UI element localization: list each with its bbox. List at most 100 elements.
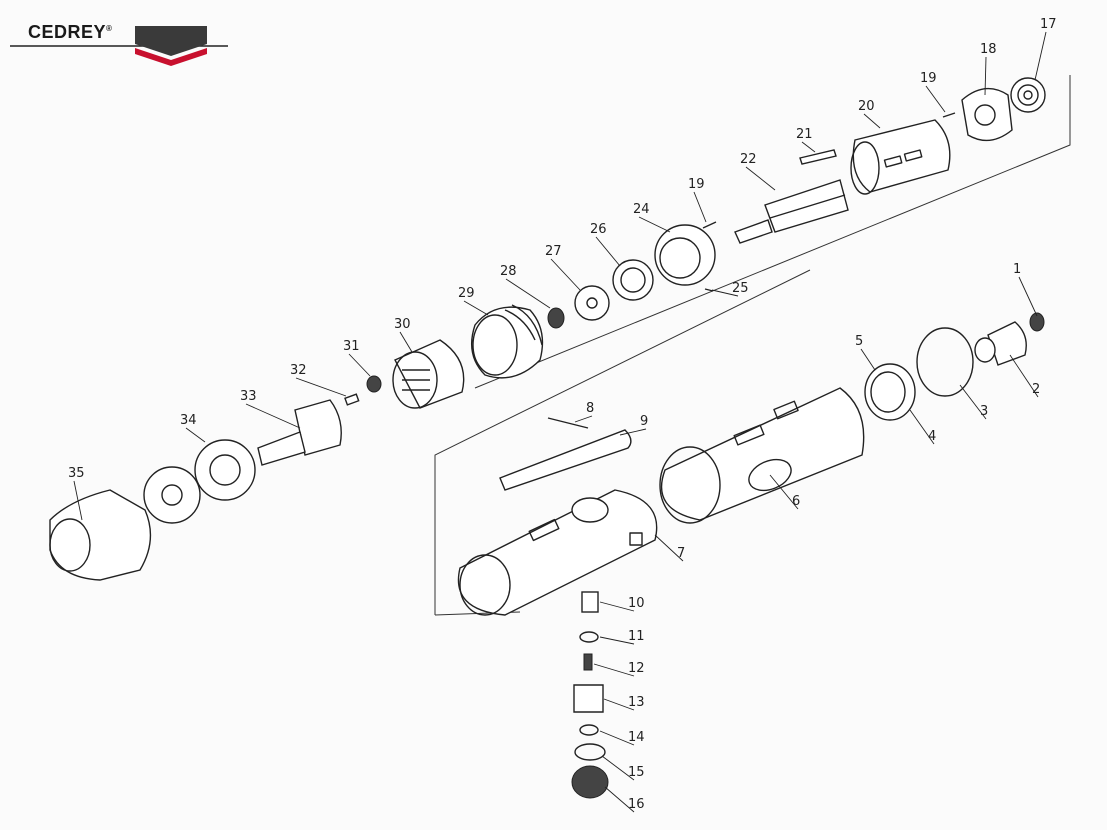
part-6-main-housing	[659, 387, 865, 524]
callout-leader-9	[619, 428, 647, 436]
lower-assembly-frame	[434, 269, 811, 615]
part-21-vane	[799, 149, 837, 165]
upper-assembly-frame	[474, 75, 1071, 389]
callout-label-33: 33	[240, 389, 257, 404]
part-30-housing	[392, 339, 465, 409]
callout-label-31: 31	[343, 339, 360, 354]
part-17-bearing	[1010, 77, 1046, 113]
callout-leader-28	[505, 278, 551, 309]
callout-leader-17	[1034, 31, 1047, 81]
callout-leader-26	[595, 236, 621, 267]
valve-stack	[571, 591, 609, 799]
callout-leader-24	[638, 216, 671, 233]
part-16	[571, 765, 609, 799]
part-25-pin	[704, 288, 714, 292]
callout-leader-18	[984, 56, 987, 96]
callout-label-15: 15	[628, 765, 645, 780]
callout-label-20: 20	[858, 99, 875, 114]
brand-name: CEDREY®	[28, 22, 113, 42]
callout-leader-7	[654, 534, 684, 562]
callout-label-6: 6	[792, 494, 800, 509]
part-27-washer	[574, 285, 610, 321]
part-28-gear	[547, 307, 565, 329]
part-29-ring-gear	[471, 304, 544, 379]
callout-leader-19	[693, 191, 707, 223]
callout-leader-35	[73, 480, 83, 521]
callout-label-7: 7	[677, 546, 685, 561]
callout-label-29: 29	[458, 286, 475, 301]
callout-label-8: 8	[586, 401, 594, 416]
part-7-handle-housing	[457, 489, 658, 616]
callout-label-2: 2	[1032, 382, 1040, 397]
part-34-bearings	[143, 439, 256, 524]
part-13	[573, 684, 604, 713]
part-22-rotor	[734, 179, 849, 244]
callout-label-4: 4	[928, 429, 936, 444]
part-26-bearing	[612, 259, 654, 301]
part-35-cap	[49, 489, 152, 581]
callout-leader-21	[801, 141, 816, 153]
callout-leader-25	[711, 289, 739, 297]
part-14	[579, 724, 599, 736]
callout-leader-6	[769, 474, 799, 510]
callout-leader-19	[925, 85, 946, 113]
part-24-front-plate	[654, 224, 716, 286]
callout-leader-5	[860, 348, 876, 371]
callout-label-32: 32	[290, 363, 307, 378]
callout-label-14: 14	[628, 730, 645, 745]
callout-label-18: 18	[980, 42, 997, 57]
part-1-nut	[1029, 312, 1045, 332]
callout-label-34: 34	[180, 413, 197, 428]
callout-label-30: 30	[394, 317, 411, 332]
part-9-lever	[499, 429, 632, 491]
callout-label-1: 1	[1013, 262, 1021, 277]
callout-label-3: 3	[980, 404, 988, 419]
callout-leader-16	[604, 786, 635, 813]
callout-label-12: 12	[628, 661, 645, 676]
callout-leader-20	[863, 113, 881, 129]
callout-leader-31	[348, 353, 371, 377]
callout-leader-14	[599, 730, 635, 746]
callout-leader-15	[601, 755, 635, 781]
callout-label-24: 24	[633, 202, 650, 217]
callout-leader-29	[463, 300, 489, 316]
part-20-cylinder	[850, 119, 951, 195]
callout-leader-10	[599, 601, 635, 612]
callout-label-5: 5	[855, 334, 863, 349]
part-15	[574, 743, 606, 761]
part-18-end-plate	[961, 87, 1013, 142]
callout-leader-3	[959, 384, 987, 420]
callout-label-17: 17	[1040, 17, 1057, 32]
part-11	[579, 631, 599, 643]
part-3-seal	[916, 327, 974, 397]
part-2-inlet	[974, 321, 1027, 366]
callout-leader-12	[593, 663, 635, 677]
callout-leader-13	[603, 698, 635, 711]
callout-label-16: 16	[628, 797, 645, 812]
part-4-5-valve	[864, 363, 916, 421]
callout-label-22: 22	[740, 152, 757, 167]
callout-label-13: 13	[628, 695, 645, 710]
part-19b-pin	[702, 221, 717, 229]
callout-leader-22	[745, 166, 776, 191]
callout-leader-27	[550, 258, 581, 291]
part-33-spindle	[257, 399, 342, 466]
callout-leader-8	[574, 415, 593, 423]
part-8-pin	[547, 417, 589, 429]
logo-graphic	[10, 26, 228, 66]
callout-label-28: 28	[500, 264, 517, 279]
callout-leader-11	[599, 636, 635, 645]
callout-label-19: 19	[920, 71, 937, 86]
callout-label-27: 27	[545, 244, 562, 259]
callout-label-26: 26	[590, 222, 607, 237]
part-19-pin	[942, 112, 956, 118]
part-32-pin	[344, 393, 360, 406]
callout-leader-34	[185, 427, 206, 443]
callout-label-35: 35	[68, 466, 85, 481]
callout-leader-32	[295, 377, 347, 397]
callout-label-9: 9	[640, 414, 648, 429]
callout-leader-33	[245, 403, 301, 429]
part-10	[581, 591, 599, 613]
callout-label-25: 25	[732, 281, 749, 296]
